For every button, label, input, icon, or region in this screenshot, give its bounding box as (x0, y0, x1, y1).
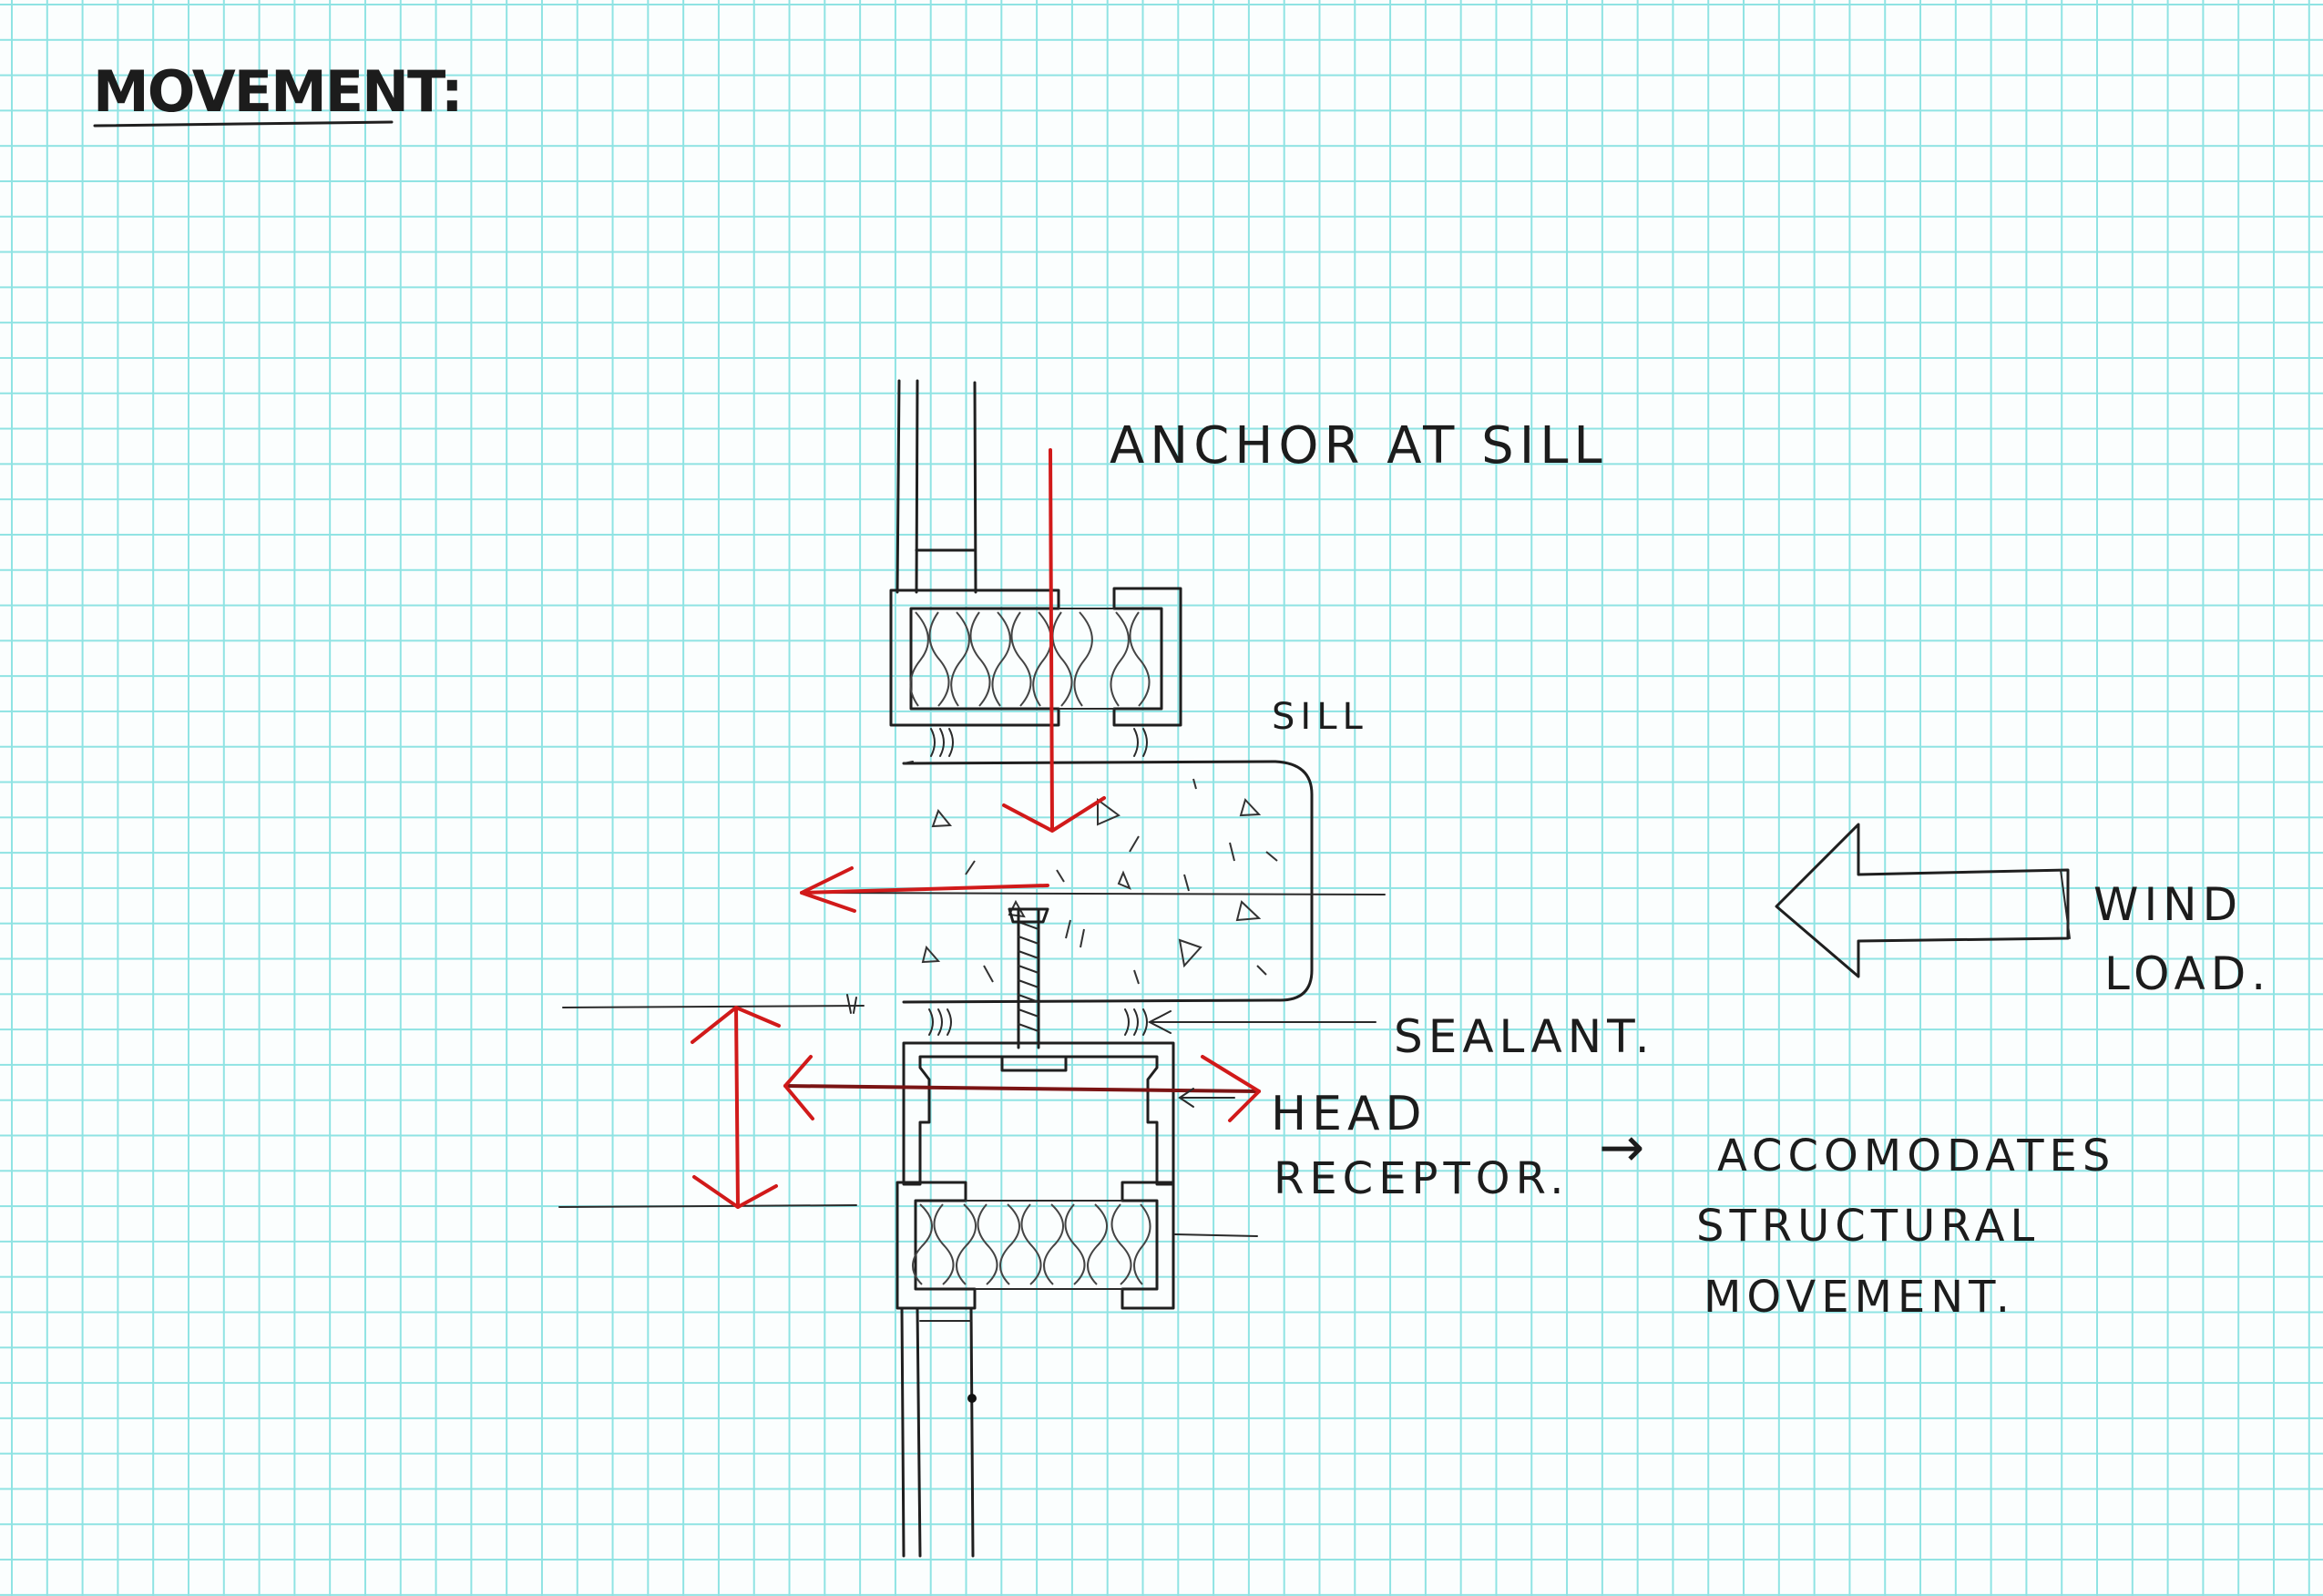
anchor-bolt (1008, 907, 1049, 1049)
lower-mullion (900, 1306, 977, 1558)
diagram-title: MOVEMENT: (93, 58, 462, 125)
label-movement: MOVEMENT. (1704, 1272, 2015, 1323)
label-load: LOAD. (2104, 947, 2271, 1000)
lower-frame-unit (895, 1181, 1175, 1310)
upper-sealant-beads (930, 728, 1148, 757)
label-structural: STRUCTURAL (1696, 1201, 2040, 1252)
upper-frame-unit (889, 587, 1182, 727)
label-anchor-at-sill: ANCHOR AT SILL (1110, 416, 1608, 476)
red-horizontal-movement-arrow (783, 1055, 1261, 1122)
label-accomodates: ACCOMODATES (1717, 1130, 2115, 1182)
floor-reference-lines (558, 994, 865, 1208)
head-receptor (902, 1041, 1175, 1186)
label-head: HEAD (1271, 1087, 1428, 1141)
label-sealant: SEALANT. (1394, 1010, 1655, 1063)
red-vertical-movement-arrow (691, 1006, 781, 1209)
sealant-leader (1147, 1010, 1376, 1034)
concrete-aggregate (921, 778, 1278, 985)
label-wind: WIND (2093, 878, 2243, 931)
red-lateral-arrow (800, 866, 1049, 913)
head-receptor-leader (1178, 1088, 1235, 1108)
title-underline (93, 120, 394, 128)
wind-load-arrow (1775, 823, 2071, 978)
label-arrow: → (1599, 1116, 1650, 1180)
concrete-slab-sill (801, 760, 1386, 1004)
red-anchor-arrow (1002, 448, 1106, 833)
label-receptor: RECEPTOR. (1274, 1153, 1569, 1204)
lower-insulation (912, 1203, 1258, 1285)
upper-insulation (909, 611, 1151, 707)
lower-sealant-beads (928, 1008, 1148, 1036)
upper-mullion (895, 379, 977, 594)
label-sill: SILL (1272, 696, 1368, 738)
